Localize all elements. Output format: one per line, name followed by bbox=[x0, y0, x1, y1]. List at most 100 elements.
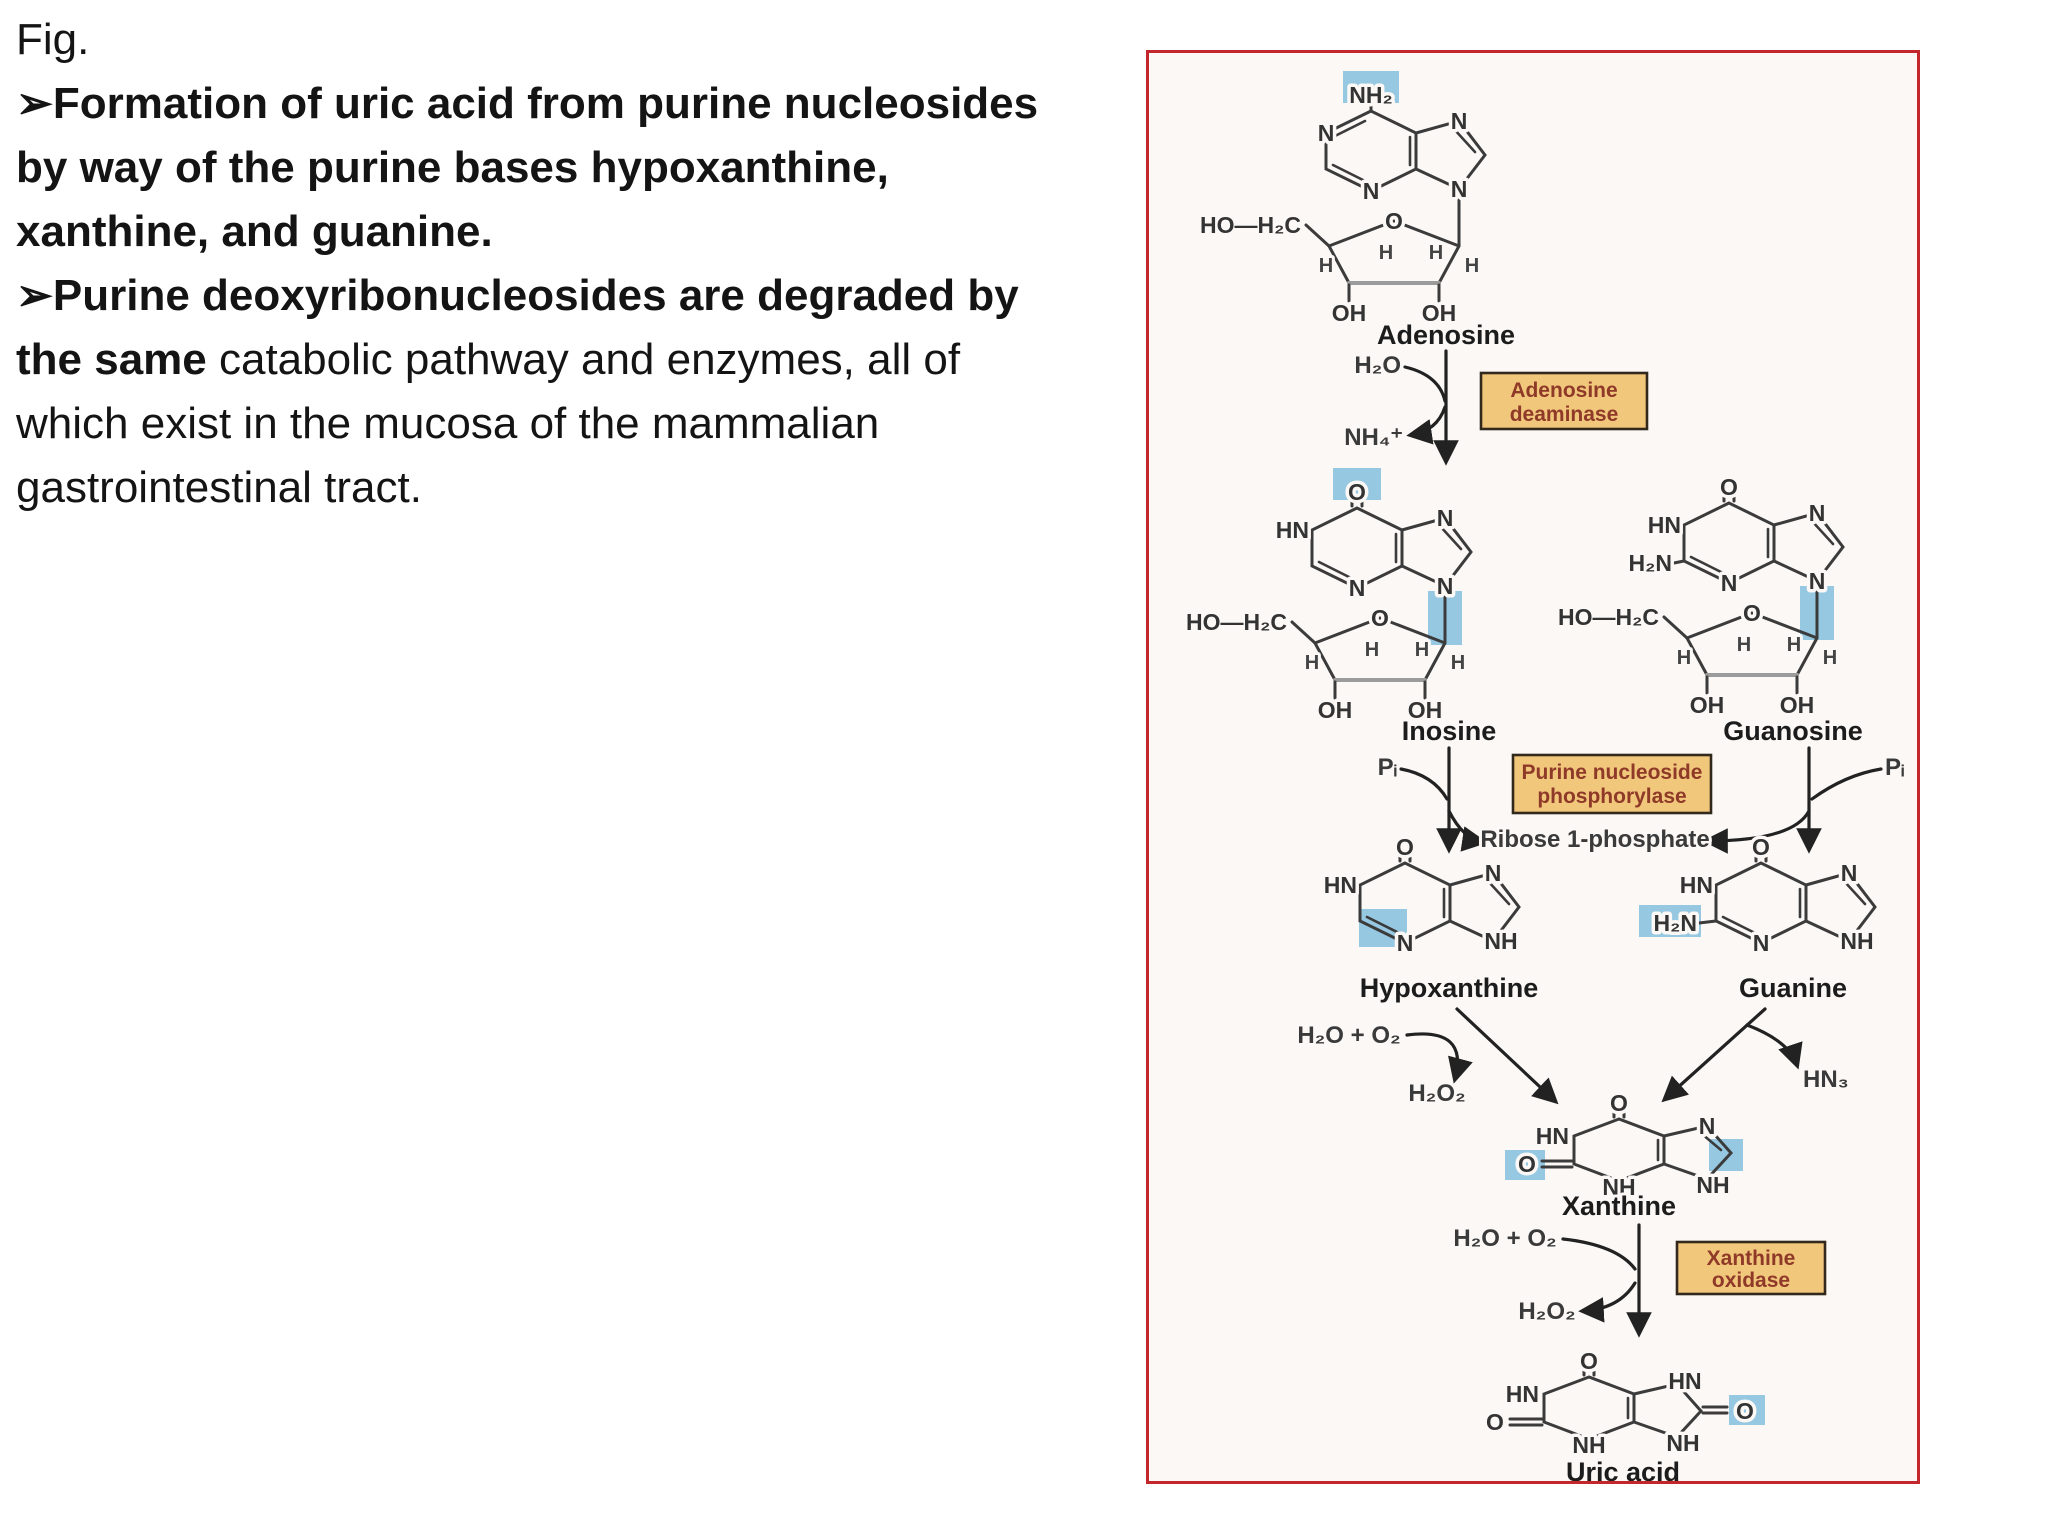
uric-acid-n9h-label: NH bbox=[1666, 1430, 1699, 1456]
guanine-deamination-reaction: HN₃ bbox=[1661, 1007, 1852, 1103]
guanine-n1h-label: HN bbox=[1680, 872, 1713, 898]
hypoxanthine-oxo-label: O bbox=[1396, 834, 1414, 860]
guanine-name: Guanine bbox=[1739, 973, 1847, 1003]
adenosine-n9-label: N bbox=[1451, 176, 1468, 202]
guanosine-n1h-label: HN bbox=[1648, 512, 1681, 538]
uric-acid-oxo6-label: O bbox=[1580, 1348, 1598, 1374]
pathway-svg: NH₂ N N N N O HO—H₂C H H H H OH OH Adeno… bbox=[1183, 71, 1907, 1481]
guanosine-name: Guanosine bbox=[1723, 716, 1863, 746]
xanthine-n1h-label: HN bbox=[1536, 1123, 1569, 1149]
hypoxanthine-n1h-label: HN bbox=[1324, 872, 1357, 898]
uric-acid-structure: O HN O NH HN O NH Uric acid bbox=[1483, 1345, 1765, 1481]
ammonium-out-label: NH₄⁺ bbox=[1344, 424, 1403, 451]
slide-text-block: Fig. ➢Formation of uric acid from purine… bbox=[16, 8, 1136, 520]
guanosine-h-label: H bbox=[1737, 634, 1751, 656]
bullet-line-7-regular: gastrointestinal tract. bbox=[16, 463, 422, 512]
hypoxanthine-structure: O HN N N NH Hypoxanthine bbox=[1320, 831, 1541, 1007]
pi-left-label: Pᵢ bbox=[1378, 754, 1397, 781]
xanthine-n3h-label: NH bbox=[1602, 1174, 1635, 1200]
hypoxanthine-oxidation-reaction: H₂O + O₂ H₂O₂ bbox=[1294, 1007, 1559, 1110]
xanthine-n9h-label: NH bbox=[1696, 1172, 1729, 1198]
uric-acid-oxo8-label: O bbox=[1736, 1398, 1754, 1424]
xanthine-oxo2-highlight bbox=[1505, 1150, 1545, 1180]
guanosine-oh-label: OH bbox=[1690, 692, 1725, 718]
hypoxanthine-n3-label: N bbox=[1397, 930, 1414, 956]
guanine-oxo-label: O bbox=[1752, 834, 1770, 860]
bullet-line-5-bold: the same bbox=[16, 335, 207, 384]
bullet-line-6-regular: which exist in the mucosa of the mammali… bbox=[16, 399, 880, 448]
xanthine-name: Xanthine bbox=[1562, 1191, 1676, 1221]
guanine-amine-label: H₂N bbox=[1654, 910, 1697, 936]
adenosine-oh-label: OH bbox=[1422, 300, 1457, 326]
adenosine-n3-label: N bbox=[1363, 178, 1380, 204]
adenosine-h-label: H bbox=[1465, 255, 1479, 277]
inosine-structure: O HN N N N O HO—H₂C H H H H OH OH Inosin… bbox=[1183, 468, 1499, 749]
adenosine-n7-label: N bbox=[1451, 108, 1468, 134]
adenosine-name: Adenosine bbox=[1377, 320, 1515, 350]
inosine-ribose-o-label: O bbox=[1371, 605, 1389, 631]
pnp-label-line2: phosphorylase bbox=[1537, 785, 1686, 808]
bullet-line-3: xanthine, and guanine. bbox=[16, 200, 1136, 264]
guanosine-oxo-label: O bbox=[1720, 474, 1738, 500]
guanosine-n3-label: N bbox=[1721, 570, 1738, 596]
phosphorolysis-reaction: Pᵢ Pᵢ Purine nucleoside phosphorylase Ri… bbox=[1375, 746, 1907, 856]
purine-nucleoside-phosphorylase-box bbox=[1511, 753, 1713, 815]
adenosine-c5-label: HO—H₂C bbox=[1200, 212, 1301, 238]
xanthine-oxidation-reaction: H₂O + O₂ H₂O₂ Xanthine oxidase bbox=[1450, 1222, 1827, 1338]
water-in-label: H₂O bbox=[1354, 352, 1401, 379]
xanthine-oxidase-box bbox=[1675, 1240, 1827, 1296]
inosine-c5-label: HO—H₂C bbox=[1186, 609, 1287, 635]
inosine-n1h-label: HN bbox=[1276, 517, 1309, 543]
xanthine-oxo6-label: O bbox=[1610, 1090, 1628, 1116]
bullet-line-5: the same catabolic pathway and enzymes, … bbox=[16, 328, 1136, 392]
inosine-h-label: H bbox=[1365, 639, 1379, 661]
guanosine-oh-label: OH bbox=[1780, 692, 1815, 718]
peroxide-out-label: H₂O₂ bbox=[1408, 1080, 1465, 1107]
pi-right-label: Pᵢ bbox=[1885, 754, 1904, 781]
adenosine-deaminase-label-line2: deaminase bbox=[1510, 403, 1619, 426]
adenosine-structure: NH₂ N N N N O HO—H₂C H H H H OH OH Adeno… bbox=[1197, 71, 1518, 353]
xanthine-structure: O HN O NH N NH Xanthine bbox=[1505, 1087, 1743, 1224]
guanine-n7-label: N bbox=[1841, 860, 1858, 886]
uric-acid-oxo8-highlight bbox=[1729, 1395, 1765, 1425]
adenosine-deaminase-box bbox=[1479, 371, 1649, 431]
adenosine-ribose-o-label: O bbox=[1385, 208, 1403, 234]
adenosine-oh-label: OH bbox=[1332, 300, 1367, 326]
inosine-n7-label: N bbox=[1437, 505, 1454, 531]
adenosine-h-label: H bbox=[1429, 242, 1443, 264]
inosine-oxo-label: O bbox=[1348, 479, 1366, 505]
bullet-line-2-bold: by way of the purine bases hypoxanthine, bbox=[16, 143, 889, 192]
inosine-oh-label: OH bbox=[1408, 697, 1443, 723]
guanosine-h-label: H bbox=[1823, 647, 1837, 669]
bullet-line-7: gastrointestinal tract. bbox=[16, 456, 1136, 520]
inosine-h-label: H bbox=[1415, 639, 1429, 661]
adenosine-n1-label: N bbox=[1318, 120, 1335, 146]
xanthine-oxidase-label-line1: Xanthine bbox=[1707, 1247, 1796, 1270]
adenosine-nh2-label: NH₂ bbox=[1349, 82, 1392, 108]
adenosine-h-label: H bbox=[1319, 255, 1333, 277]
purine-degradation-figure: NH₂ N N N N O HO—H₂C H H H H OH OH Adeno… bbox=[1146, 50, 1920, 1484]
inosine-h-label: H bbox=[1451, 652, 1465, 674]
uric-acid-n7h-label: HN bbox=[1668, 1368, 1701, 1394]
inosine-n9-label: N bbox=[1437, 573, 1454, 599]
bullet-line-2: by way of the purine bases hypoxanthine, bbox=[16, 136, 1136, 200]
uric-acid-n3h-label: NH bbox=[1572, 1432, 1605, 1458]
water-oxygen-in-label: H₂O + O₂ bbox=[1297, 1022, 1400, 1049]
uric-acid-oxo2-label: O bbox=[1486, 1409, 1504, 1435]
bullet-line-4: ➢Purine deoxyribonucleosides are degrade… bbox=[16, 264, 1136, 328]
bullet-line-1-bold: ➢Formation of uric acid from purine nucl… bbox=[16, 79, 1039, 128]
xanthine-oxo2-label: O bbox=[1518, 1151, 1536, 1177]
ribose-1-phosphate-label: Ribose 1-phosphate bbox=[1480, 826, 1709, 853]
bullet-line-6: which exist in the mucosa of the mammali… bbox=[16, 392, 1136, 456]
adenosine-h-label: H bbox=[1379, 242, 1393, 264]
guanine-structure: O HN H₂N N N NH Guanine bbox=[1639, 831, 1877, 1006]
guanosine-n7-label: N bbox=[1809, 500, 1826, 526]
peroxide-out-label: H₂O₂ bbox=[1518, 1298, 1575, 1325]
guanosine-ribose-o-label: O bbox=[1743, 600, 1761, 626]
guanine-amine-highlight bbox=[1639, 905, 1701, 937]
pnp-label-line1: Purine nucleoside bbox=[1522, 761, 1703, 784]
guanosine-n9-label: N bbox=[1809, 568, 1826, 594]
bullet-line-3-bold: xanthine, and guanine. bbox=[16, 207, 493, 256]
inosine-h-label: H bbox=[1305, 652, 1319, 674]
guanosine-h-label: H bbox=[1787, 634, 1801, 656]
